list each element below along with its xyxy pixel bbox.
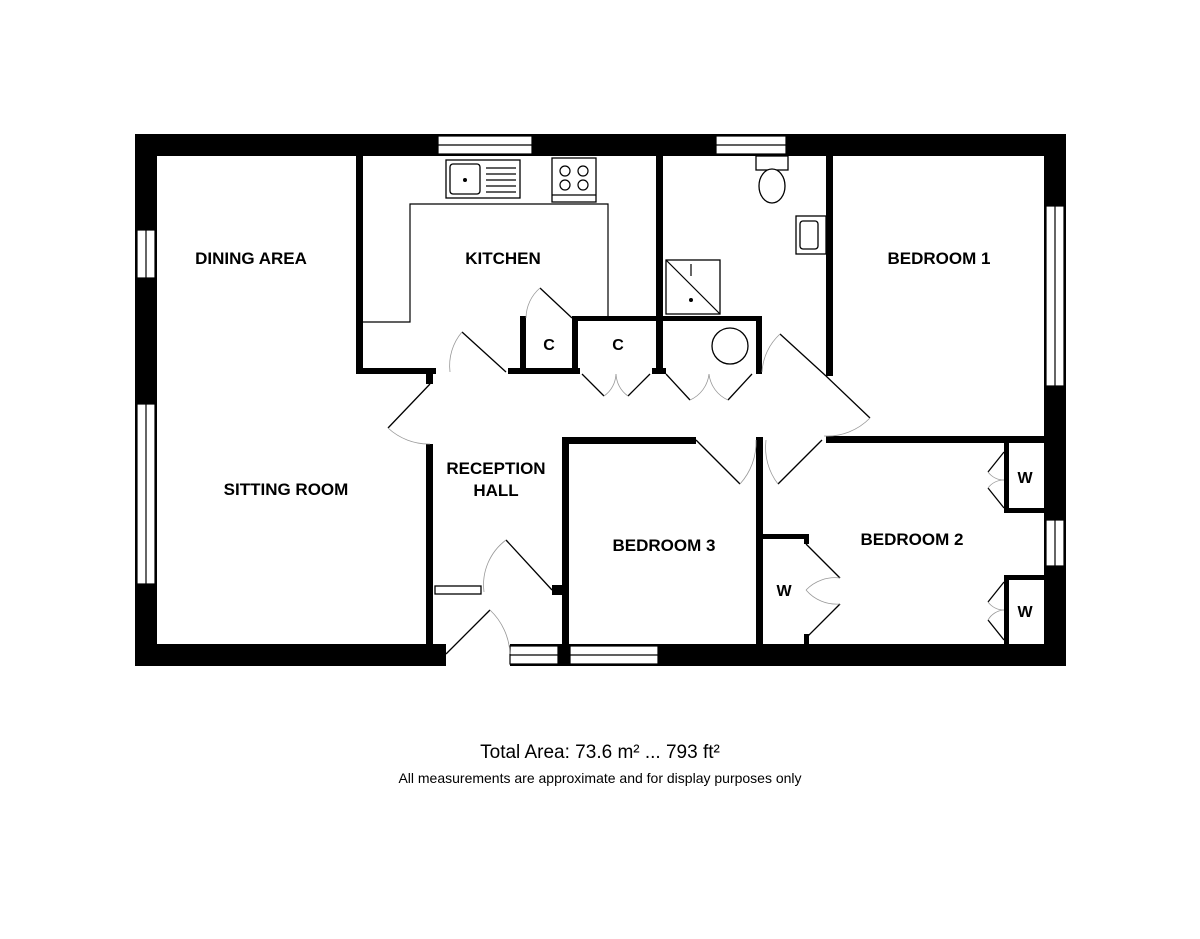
basin-icon bbox=[795, 215, 827, 255]
bathroom-fixtures bbox=[665, 155, 827, 365]
shower-icon bbox=[665, 259, 721, 315]
hall-shelf bbox=[434, 585, 482, 595]
toilet-icon bbox=[755, 155, 789, 204]
floor-plan: DINING AREA KITCHEN BEDROOM 1 SITTING RO… bbox=[135, 134, 1066, 666]
reception-hall-label-line1: RECEPTION bbox=[446, 459, 545, 478]
wardrobe-3-label: W bbox=[776, 583, 792, 600]
disclaimer-text: All measurements are approximate and for… bbox=[398, 770, 802, 786]
sitting-room-label: SITTING ROOM bbox=[224, 480, 349, 499]
bedroom-3-label: BEDROOM 3 bbox=[613, 536, 716, 555]
outer-walls bbox=[135, 134, 1066, 666]
cupboard-2-label: C bbox=[612, 337, 624, 354]
room-labels: DINING AREA KITCHEN BEDROOM 1 SITTING RO… bbox=[195, 249, 1033, 621]
cupboard-1-label: C bbox=[543, 337, 555, 354]
dining-area-label: DINING AREA bbox=[195, 249, 307, 268]
footer: Total Area: 73.6 m² ... 793 ft² All meas… bbox=[0, 742, 1200, 786]
water-cylinder-icon bbox=[711, 327, 749, 365]
interior-walls bbox=[356, 156, 1046, 645]
wardrobe-2-label: W bbox=[1017, 604, 1033, 621]
reception-hall-label-line2: HALL bbox=[473, 481, 518, 500]
bedroom-1-label: BEDROOM 1 bbox=[888, 249, 991, 268]
windows bbox=[136, 135, 1065, 665]
sink-icon bbox=[445, 159, 521, 199]
doors bbox=[387, 287, 1005, 655]
wardrobe-1-label: W bbox=[1017, 470, 1033, 487]
total-area-text: Total Area: 73.6 m² ... 793 ft² bbox=[480, 742, 720, 763]
hob-icon bbox=[551, 157, 597, 203]
kitchen-label: KITCHEN bbox=[465, 249, 541, 268]
kitchen-units bbox=[363, 157, 609, 323]
bedroom-2-label: BEDROOM 2 bbox=[861, 530, 964, 549]
